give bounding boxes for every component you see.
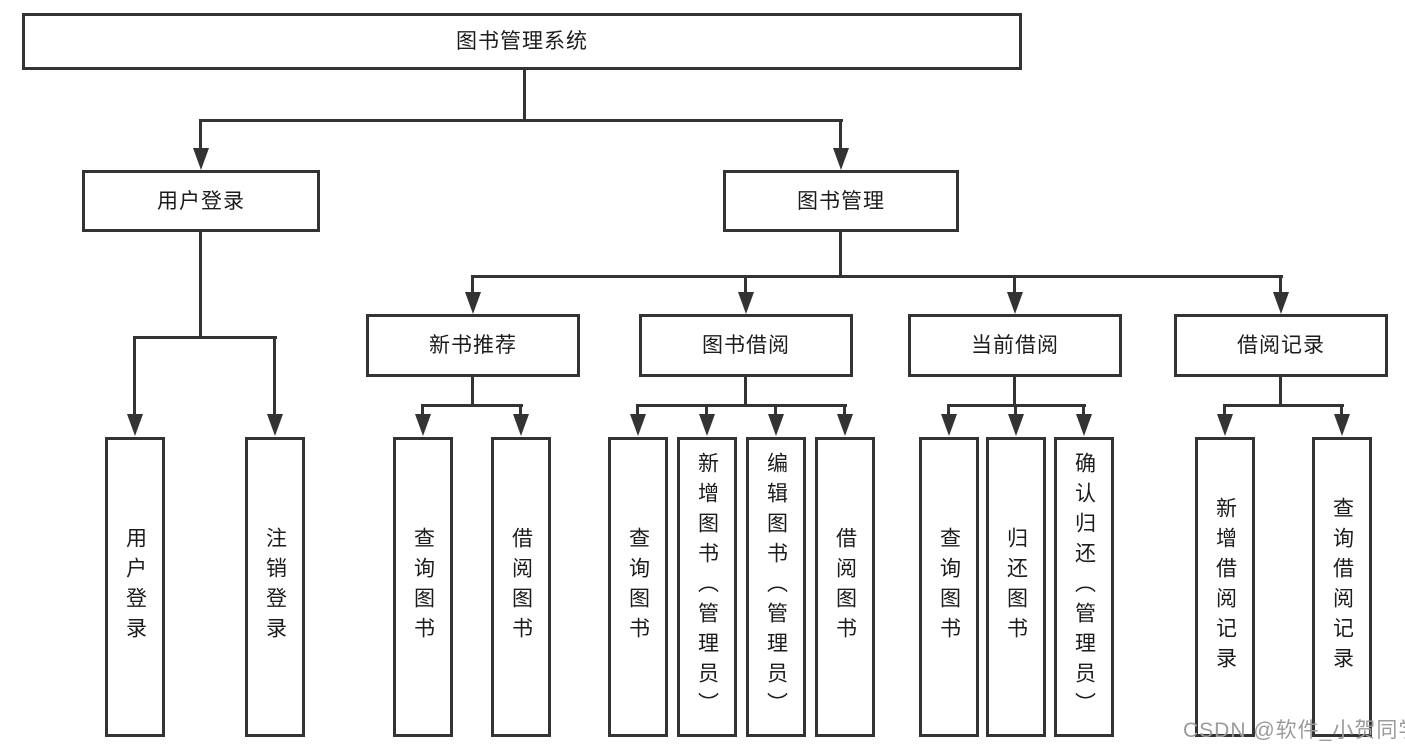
connector-arrowhead xyxy=(833,148,849,170)
connector-line xyxy=(947,404,950,416)
connector-arrowhead xyxy=(513,414,529,436)
leaf-recommend-query-book: 查询图书 xyxy=(393,437,453,737)
connector-line xyxy=(421,404,424,416)
leaf-recommend-borrow-book: 借阅图书 xyxy=(491,437,551,737)
connector-line xyxy=(843,404,846,416)
connector-arrowhead xyxy=(193,148,209,170)
node-root: 图书管理系统 xyxy=(22,13,1022,70)
leaf-borrow-borrow-book: 借阅图书 xyxy=(815,437,875,737)
connector-arrowhead xyxy=(1076,414,1092,436)
connector-line xyxy=(1279,376,1282,406)
connector-line xyxy=(1013,275,1016,295)
connector-line xyxy=(839,119,842,151)
connector-line xyxy=(636,404,847,407)
connector-line xyxy=(744,376,747,406)
connector-line xyxy=(519,404,522,416)
connector-line xyxy=(1082,404,1085,416)
connector-line xyxy=(199,119,202,151)
connector-line xyxy=(1013,376,1016,406)
connector-line xyxy=(744,275,747,295)
connector-line xyxy=(523,68,526,121)
connector-arrowhead xyxy=(1008,414,1024,436)
node-current-borrow: 当前借阅 xyxy=(908,314,1122,377)
connector-arrowhead xyxy=(127,414,143,436)
connector-arrowhead xyxy=(1007,292,1023,314)
leaf-current-confirm-return-admin: 确认归还（管理员） xyxy=(1054,437,1114,737)
connector-arrowhead xyxy=(267,414,283,436)
node-book-management: 图书管理 xyxy=(723,170,959,232)
connector-line xyxy=(1014,404,1017,416)
connector-line xyxy=(1223,404,1344,407)
connector-line xyxy=(133,336,277,339)
node-new-book-recommend: 新书推荐 xyxy=(366,314,580,377)
connector-arrowhead xyxy=(699,414,715,436)
connector-line xyxy=(1279,275,1282,295)
leaf-borrow-query-book: 查询图书 xyxy=(608,437,668,737)
connector-line xyxy=(471,275,474,295)
connector-line xyxy=(1340,404,1343,416)
node-user-login: 用户登录 xyxy=(82,170,320,232)
leaf-records-query-record: 查询借阅记录 xyxy=(1312,437,1372,737)
connector-arrowhead xyxy=(1273,292,1289,314)
connector-arrowhead xyxy=(738,292,754,314)
connector-line xyxy=(839,231,842,277)
connector-arrowhead xyxy=(837,414,853,436)
leaf-records-add-record: 新增借阅记录 xyxy=(1195,437,1255,737)
connector-line xyxy=(471,275,1283,278)
connector-arrowhead xyxy=(941,414,957,436)
connector-arrowhead xyxy=(1217,414,1233,436)
connector-line xyxy=(199,119,843,122)
connector-line xyxy=(133,336,136,416)
connector-line xyxy=(1223,404,1226,416)
connector-line xyxy=(273,336,276,416)
node-borrow-records: 借阅记录 xyxy=(1174,314,1388,377)
connector-line xyxy=(421,404,523,407)
connector-line xyxy=(199,231,202,338)
connector-arrowhead xyxy=(768,414,784,436)
leaf-user-login: 用户登录 xyxy=(105,437,165,737)
watermark: CSDN @软件_小贺同学 xyxy=(1183,719,1405,742)
connector-arrowhead xyxy=(465,292,481,314)
connector-arrowhead xyxy=(630,414,646,436)
connector-line xyxy=(705,404,708,416)
connector-line xyxy=(471,376,474,406)
leaf-current-return-book: 归还图书 xyxy=(986,437,1046,737)
connector-line xyxy=(774,404,777,416)
node-book-borrow: 图书借阅 xyxy=(639,314,853,377)
connector-arrowhead xyxy=(415,414,431,436)
connector-line xyxy=(636,404,639,416)
connector-arrowhead xyxy=(1334,414,1350,436)
leaf-borrow-edit-book-admin: 编辑图书（管理员） xyxy=(746,437,806,737)
leaf-borrow-add-book-admin: 新增图书（管理员） xyxy=(677,437,737,737)
leaf-logout: 注销登录 xyxy=(245,437,305,737)
leaf-current-query-book: 查询图书 xyxy=(919,437,979,737)
